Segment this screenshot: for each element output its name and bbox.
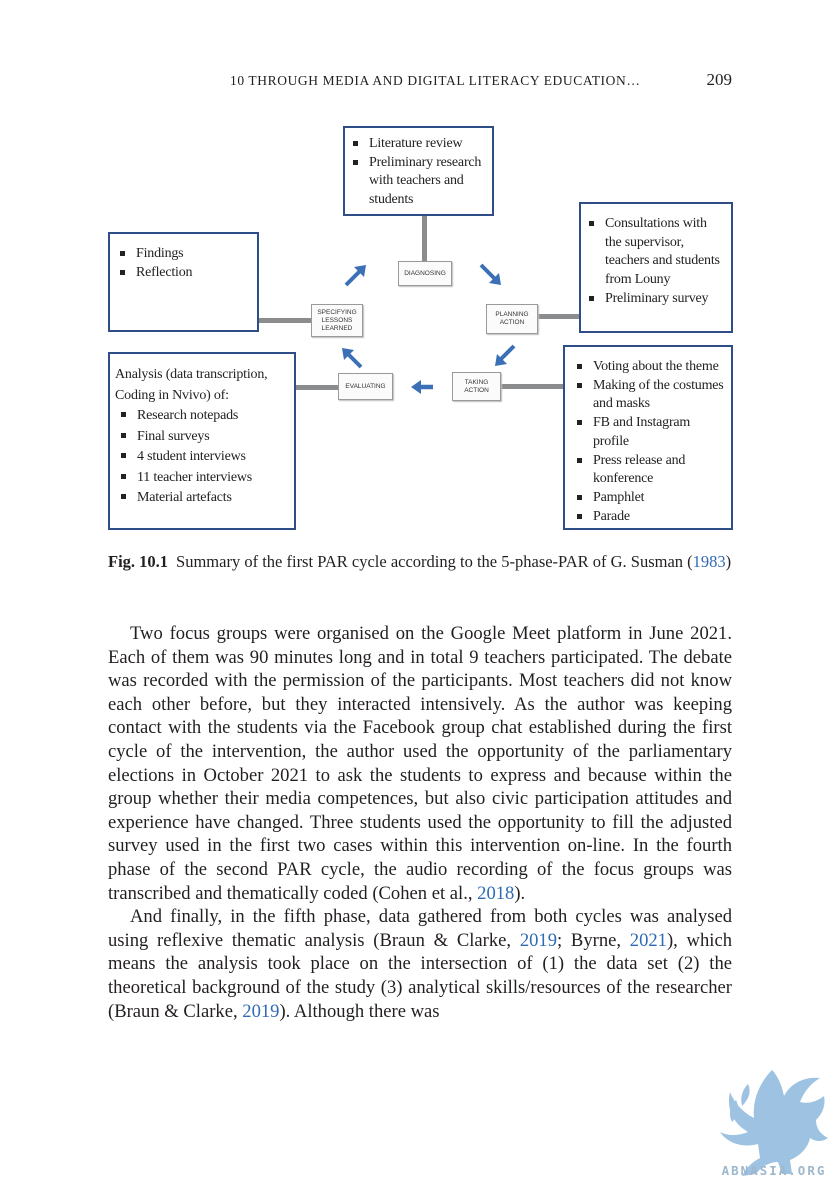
diagnosing-node: DIAGNOSING <box>398 261 452 286</box>
body-text: Two focus groups were organised on the G… <box>108 622 732 1023</box>
analysis-lead: Analysis (data transcription, Coding in … <box>115 367 268 403</box>
figure-label: Fig. 10.1 <box>108 552 169 571</box>
connector-right-top <box>537 314 581 319</box>
citation-link[interactable]: 2021 <box>629 929 667 951</box>
top-box: Literature review Preliminary research w… <box>343 126 494 216</box>
arrow-icon <box>495 344 516 366</box>
left-top-box: Findings Reflection <box>108 232 259 332</box>
list-item: Preliminary research with teachers and s… <box>347 154 486 210</box>
list-item: Research notepads <box>115 406 288 427</box>
paragraph-text: Two focus groups were organised on the G… <box>108 623 732 904</box>
list-item: Pamphlet <box>571 489 725 508</box>
citation-link[interactable]: 2018 <box>477 882 515 904</box>
list-item: Preliminary survey <box>583 290 725 309</box>
connector-left-top <box>258 318 314 323</box>
connector-left-bottom <box>295 385 338 390</box>
connector-right-bottom <box>500 384 565 389</box>
citation-link[interactable]: 1983 <box>692 552 726 571</box>
left-bottom-box: Analysis (data transcription, Coding in … <box>108 352 296 530</box>
list-item: Consultations with the supervisor, teach… <box>583 215 725 290</box>
citation-link[interactable]: 2019 <box>519 929 558 951</box>
specifying-lessons-node: SPECIFYING LESSONS LEARNED <box>311 304 363 337</box>
caption-close: ) <box>725 552 732 571</box>
list-item: Making of the costumes and masks <box>571 377 725 414</box>
paragraph-text: ; Byrne, <box>557 929 630 951</box>
par-cycle-figure: Literature review Preliminary research w… <box>0 0 840 540</box>
list-item: Parade <box>571 508 725 527</box>
arrow-icon <box>411 380 433 394</box>
list-item: 11 teacher interviews <box>115 468 288 489</box>
griffin-logo-icon <box>720 1070 828 1176</box>
paragraph: Two focus groups were organised on the G… <box>108 622 732 905</box>
paragraph-text: ). <box>514 882 526 904</box>
list-item: Findings <box>114 245 251 264</box>
arrow-icon <box>479 263 501 285</box>
paragraph: And finally, in the fifth phase, data ga… <box>108 905 732 1023</box>
list-item: Material artefacts <box>115 488 288 509</box>
list-item: Literature review <box>347 135 486 154</box>
page-number: 209 <box>706 70 733 89</box>
arrow-icon <box>342 348 363 369</box>
caption-text: Summary of the first PAR cycle according… <box>176 552 693 571</box>
list-item: Reflection <box>114 264 251 283</box>
connector-top <box>422 215 427 262</box>
list-item: 4 student interviews <box>115 447 288 468</box>
right-bottom-box: Voting about the theme Making of the cos… <box>563 345 733 530</box>
running-head: 10 THROUGH MEDIA AND DIGITAL LITERACY ED… <box>230 70 732 90</box>
watermark-text: ABNASIA.ORG <box>721 1163 827 1178</box>
taking-action-node: TAKING ACTION <box>452 372 501 401</box>
figure-caption: Fig. 10.1 Summary of the first PAR cycle … <box>108 551 732 572</box>
right-top-box: Consultations with the supervisor, teach… <box>579 202 733 333</box>
paragraph-text: ), which means the analysis took place o… <box>108 929 732 1022</box>
paragraph-text: And finally, in the fifth phase, data ga… <box>108 906 732 951</box>
chapter-title: 10 THROUGH MEDIA AND DIGITAL LITERACY ED… <box>230 73 641 88</box>
citation-link[interactable]: 2019 <box>242 1000 280 1022</box>
arrow-icon <box>344 265 366 287</box>
list-item: Press release and konference <box>571 452 725 489</box>
paragraph-text: ). Although there was <box>279 1000 440 1022</box>
list-item: FB and Instagram profile <box>571 414 725 451</box>
planning-action-node: PLANNING ACTION <box>486 304 538 334</box>
list-item: Final surveys <box>115 427 288 448</box>
evaluating-node: EVALUATING <box>338 373 393 400</box>
list-item: Voting about the theme <box>571 358 725 377</box>
